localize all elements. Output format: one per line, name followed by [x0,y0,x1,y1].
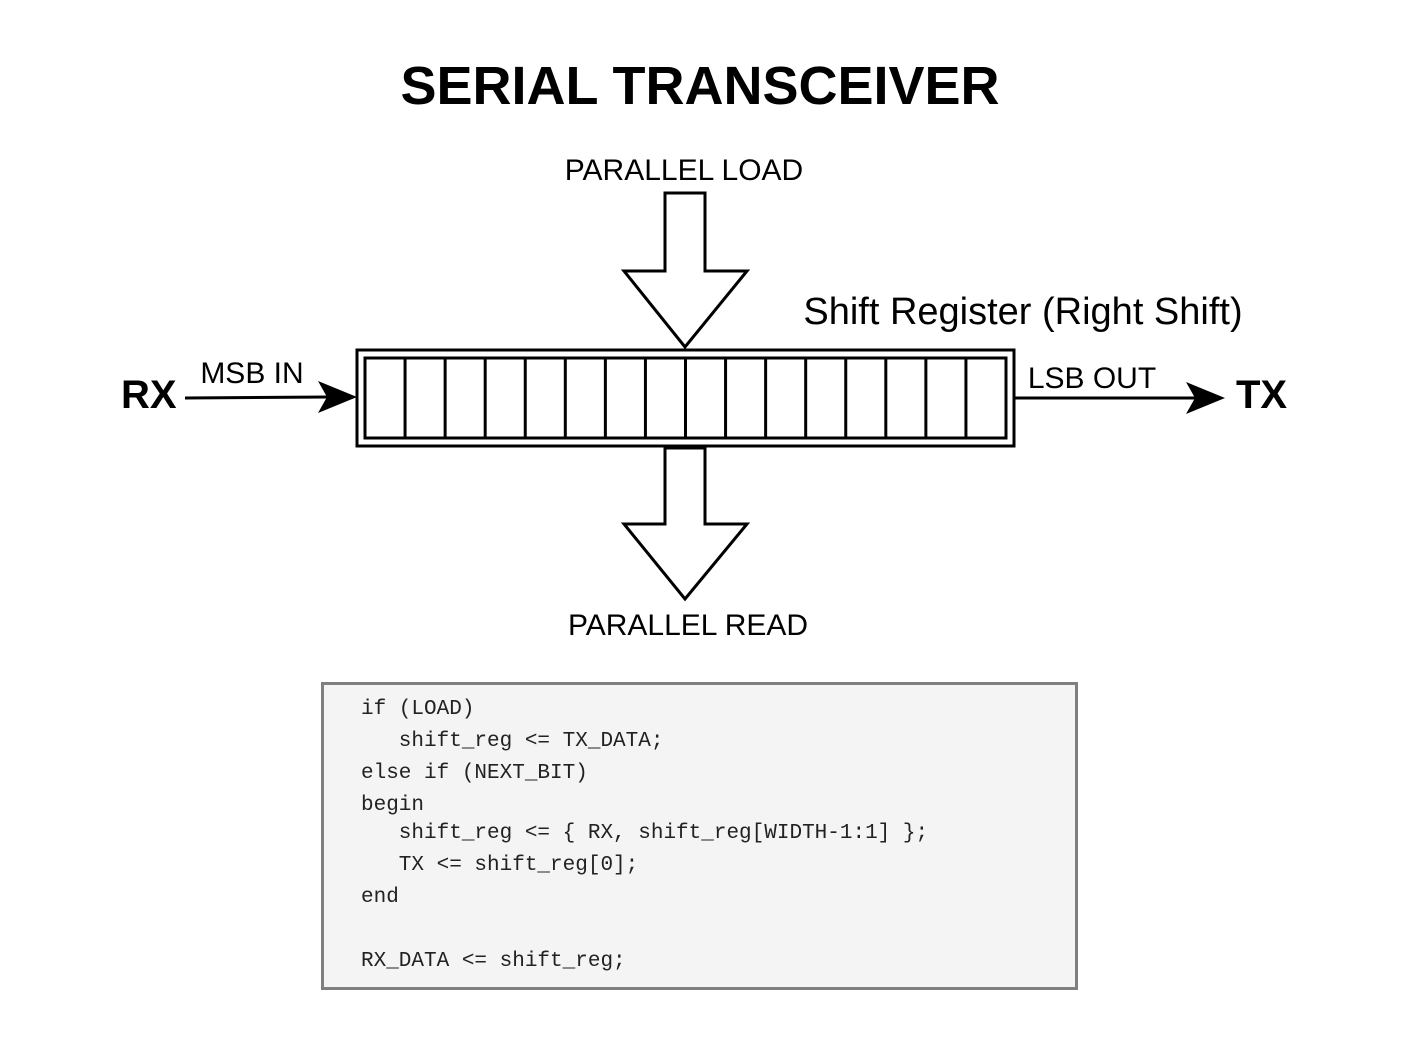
msb-in-label: MSB IN [200,357,303,390]
parallel-read-label: PARALLEL READ [568,609,808,642]
rx-label: RX [121,373,177,417]
shift-register [355,348,1016,448]
serial-transceiver-diagram: SERIAL TRANSCEIVER PARALLEL LOAD Shift R… [121,56,1287,642]
code-line: RX_DATA <= shift_reg; [361,950,626,973]
rx-arrow-line [184,395,329,400]
tx-label: TX [1236,373,1287,417]
tx-arrow-head [1186,382,1225,414]
code-line: shift_reg <= { RX, shift_reg[WIDTH-1:1] … [361,822,929,845]
rx-arrow-head [318,381,357,413]
code-line: TX <= shift_reg[0]; [361,854,639,877]
parallel-load-arrow [620,191,751,350]
parallel-load-label: PARALLEL LOAD [565,154,803,187]
diagram-title: SERIAL TRANSCEIVER [400,56,999,116]
code-line: end [361,886,399,909]
shift-register-label: Shift Register (Right Shift) [803,291,1242,333]
code-line: else if (NEXT_BIT) [361,762,588,785]
code-line: shift_reg <= TX_DATA; [361,730,664,753]
parallel-read-arrow [620,446,751,602]
code-snippet-box: if (LOAD) shift_reg <= TX_DATA; else if … [321,682,1078,990]
lsb-out-label: LSB OUT [1028,362,1156,395]
code-line: begin [361,794,425,817]
register-cells [403,358,968,438]
code-line: if (LOAD) [361,698,475,721]
